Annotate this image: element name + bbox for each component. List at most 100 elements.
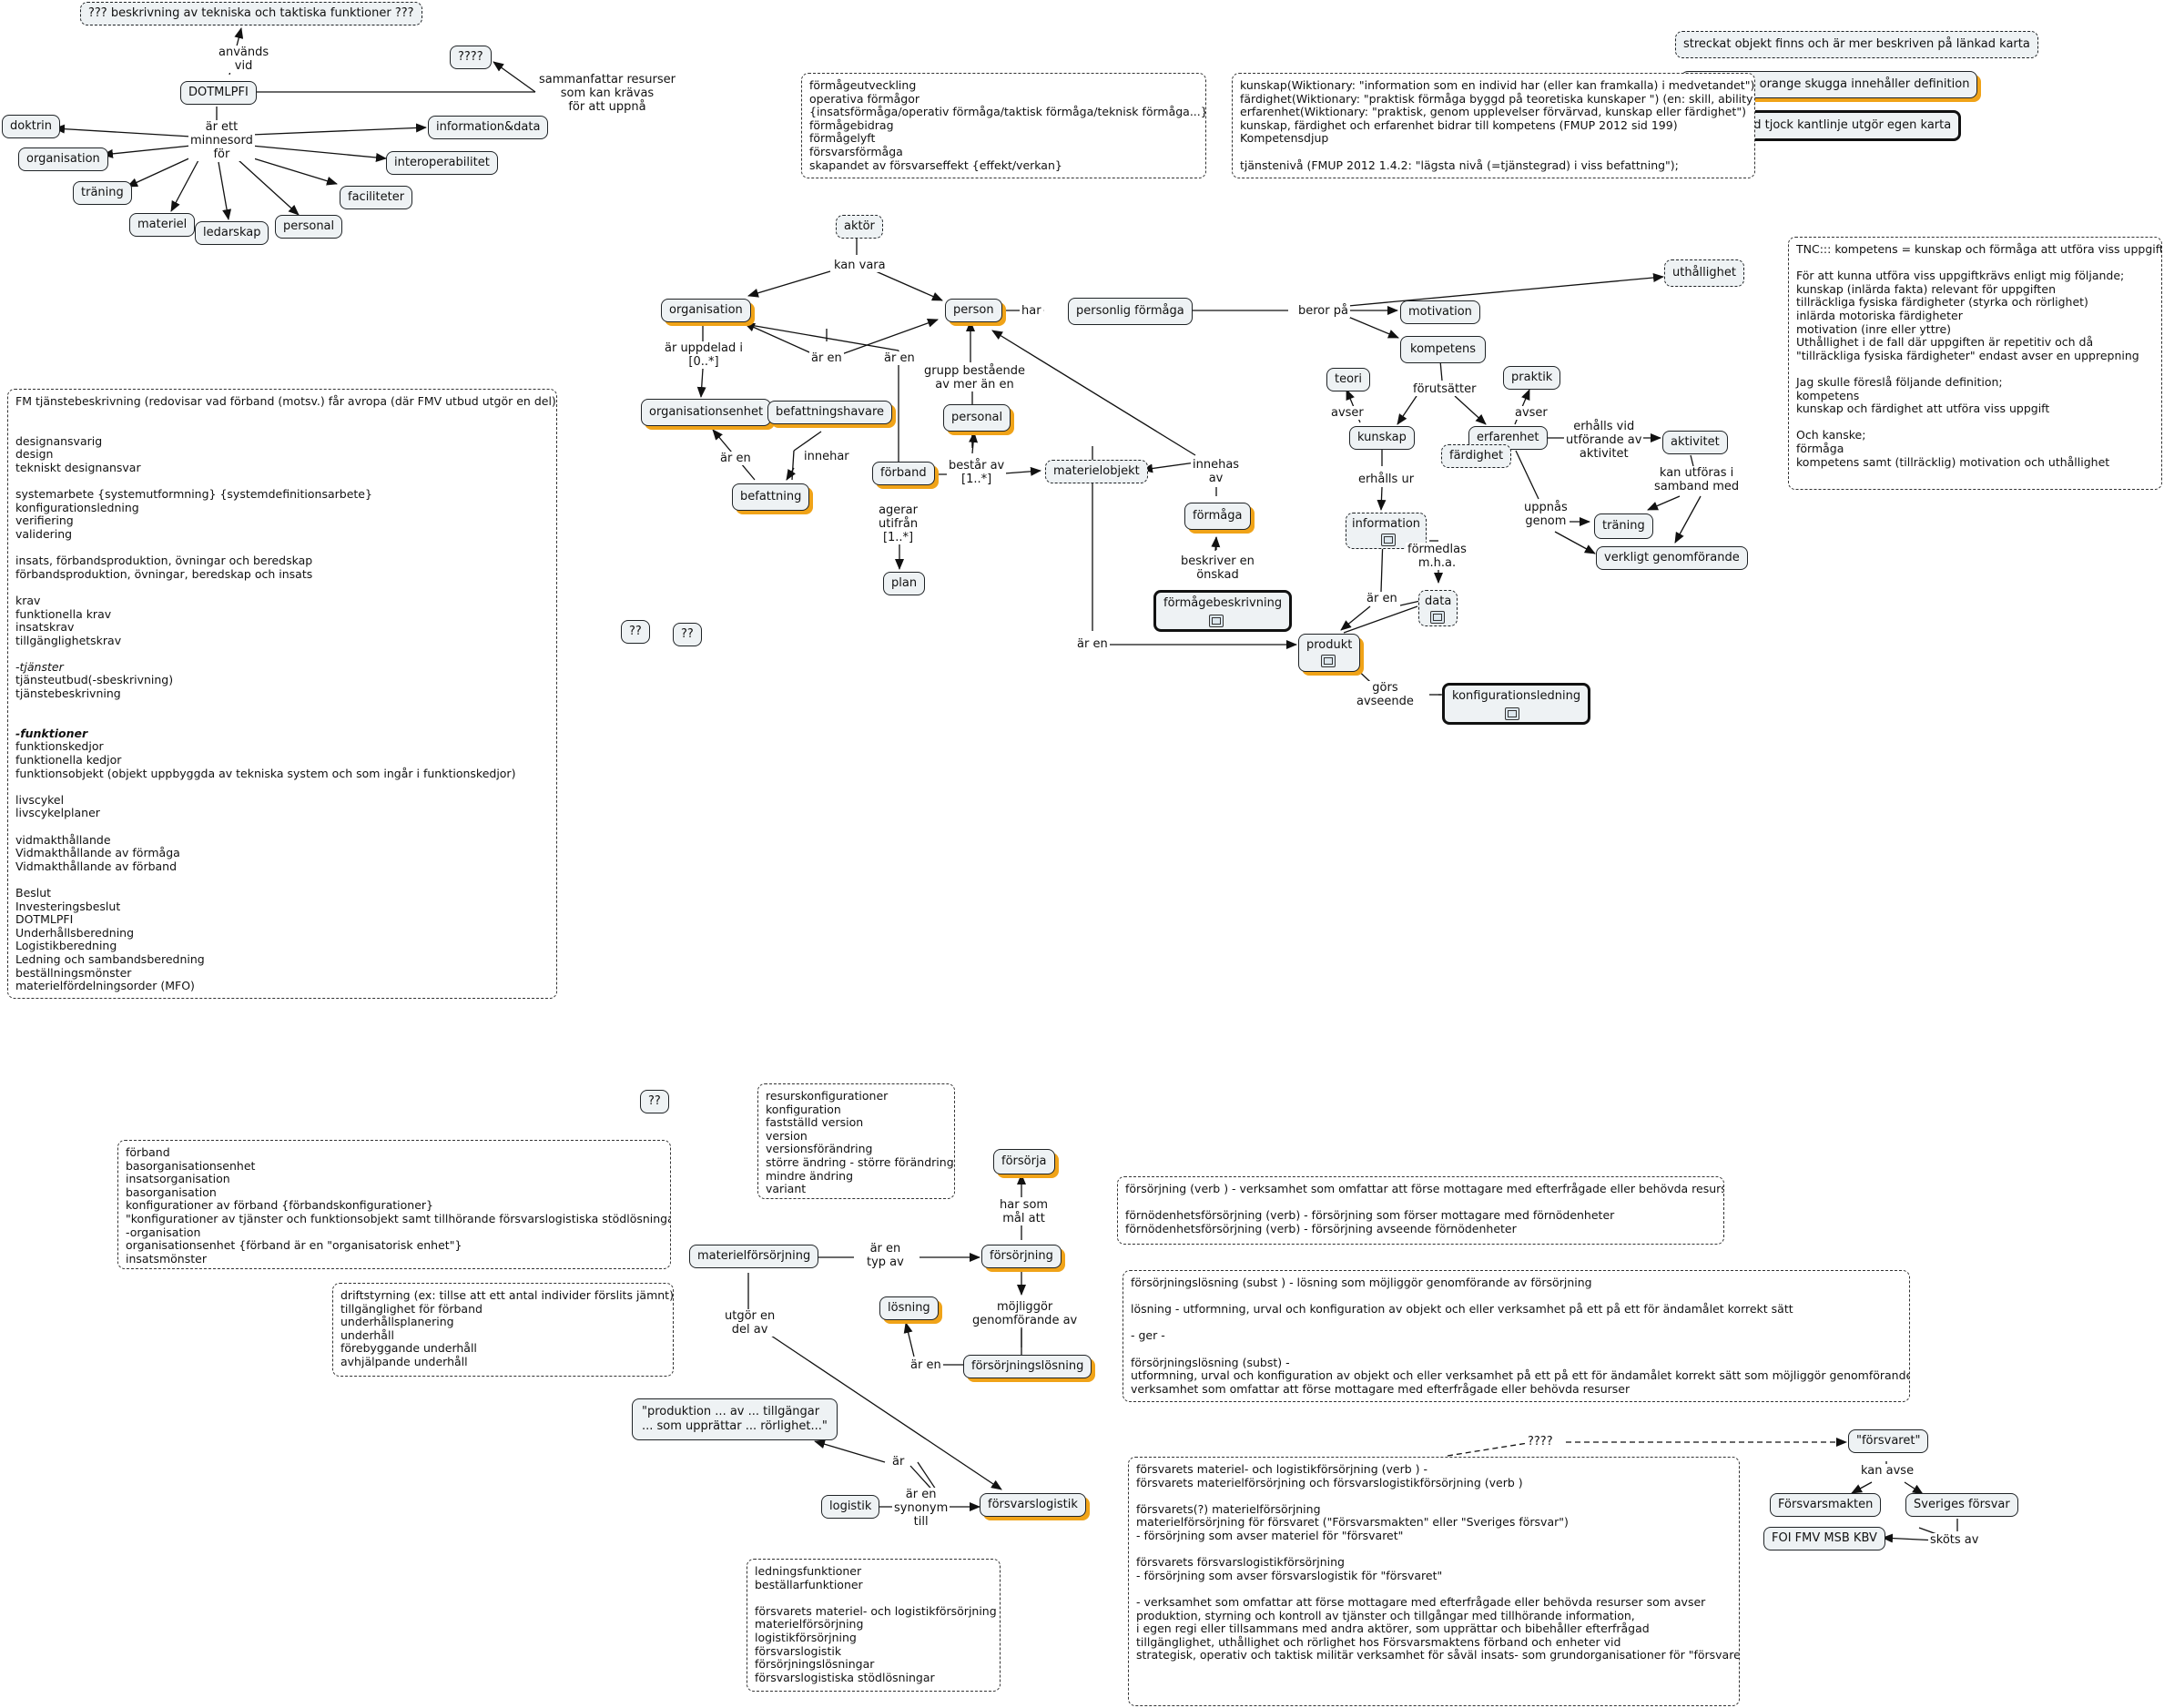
note-line: försörjningslösning (subst ) - lösning s… xyxy=(1131,1276,1592,1289)
note-line: i egen regi eller tillsammans med andra … xyxy=(1136,1622,1650,1636)
linked-map-icon[interactable] xyxy=(1505,707,1519,720)
note-line: -organisation xyxy=(126,1225,201,1239)
node-dotmlpfi[interactable]: DOTMLPFI xyxy=(180,81,257,105)
note-forsorjningslosning-subst: försörjningslösning (subst ) - lösning s… xyxy=(1123,1270,1910,1402)
node-foi-fmv-msb-kbv[interactable]: FOI FMV MSB KBV xyxy=(1763,1527,1885,1550)
edge-label: beror på xyxy=(1296,304,1350,318)
node-ledarskap[interactable]: ledarskap xyxy=(195,221,269,245)
node-formaga[interactable]: förmåga xyxy=(1184,503,1251,530)
note-line: förnödenhetsförsörjning (verb) - försörj… xyxy=(1125,1221,1517,1235)
node-forsorja[interactable]: försörja xyxy=(993,1149,1055,1174)
node-materielforsorjning[interactable]: materielförsörjning xyxy=(689,1245,819,1268)
note-line xyxy=(15,701,549,715)
node-konfigurationsledning[interactable]: konfigurationsledning xyxy=(1442,683,1591,725)
node-information-label: information xyxy=(1352,517,1421,531)
note-line: försörjningslösningar xyxy=(755,1657,875,1672)
note-line: mindre ändring xyxy=(766,1168,854,1183)
note-line: fastställd version xyxy=(766,1115,864,1130)
node-forsvarsmakten[interactable]: Försvarsmakten xyxy=(1770,1493,1882,1517)
node-verkligt-genomforande[interactable]: verkligt genomförande xyxy=(1596,546,1748,570)
note-line: tjänstebeskrivning xyxy=(15,686,121,701)
node-motivation[interactable]: motivation xyxy=(1400,300,1480,324)
node-forsorjning[interactable]: försörjning xyxy=(981,1245,1062,1268)
edge-label: är en xyxy=(718,452,753,465)
note-line: konfiguration xyxy=(766,1102,841,1116)
node-produktion-quote[interactable]: "produktion ... av ... tillgängar ... so… xyxy=(632,1398,838,1440)
node-forband[interactable]: förband xyxy=(872,462,935,485)
node-sveriges-forsvar[interactable]: Sveriges försvar xyxy=(1905,1493,2018,1517)
edge-label: görs avseende xyxy=(1355,681,1416,708)
node-question-top[interactable]: ???? xyxy=(450,46,492,69)
node-data[interactable]: data xyxy=(1418,590,1458,626)
edge-label: är en xyxy=(909,1358,943,1372)
note-line xyxy=(755,1591,992,1605)
node-materielobjekt[interactable]: materielobjekt xyxy=(1045,460,1148,483)
node-fardighet[interactable]: färdighet xyxy=(1441,444,1512,468)
node-person[interactable]: person xyxy=(945,299,1002,322)
node-befattning[interactable]: befattning xyxy=(732,483,810,511)
node-forsvarslogistik[interactable]: försvarslogistik xyxy=(980,1493,1086,1517)
note-line: -tjänster xyxy=(15,659,64,674)
node-produkt[interactable]: produkt xyxy=(1298,634,1361,672)
note-line: "tillräckliga fysiska färdigheter" endas… xyxy=(1796,348,2139,362)
node-traning[interactable]: träning xyxy=(1594,513,1653,539)
node-kunskap[interactable]: kunskap xyxy=(1349,426,1415,450)
node-question-c[interactable]: ?? xyxy=(640,1090,669,1113)
note-line: försörjning (verb ) - verksamhet som omf… xyxy=(1125,1182,1724,1195)
node-information-data[interactable]: information&data xyxy=(428,116,549,139)
note-line xyxy=(1136,1489,1732,1503)
note-line: produktion, styrning och kontroll av tjä… xyxy=(1136,1608,1635,1622)
node-formagebeskrivning[interactable]: förmågebeskrivning xyxy=(1153,590,1293,632)
node-tech-taktik[interactable]: ??? beskrivning av tekniska och taktiska… xyxy=(80,2,422,25)
note-line: förnödenhetsförsörjning (verb) - försörj… xyxy=(1125,1208,1615,1223)
node-befattningshavare[interactable]: befattningshavare xyxy=(767,401,893,424)
node-kompetens[interactable]: kompetens xyxy=(1400,336,1487,363)
node-traning-dotml[interactable]: träning xyxy=(73,181,132,205)
note-line: Beslut xyxy=(15,885,52,900)
node-personal[interactable]: personal xyxy=(943,404,1011,432)
edge-label: är uppdelad i [0..*] xyxy=(663,341,746,369)
note-line: Vidmakthållande av förmåga xyxy=(15,846,180,860)
node-personal-dotml[interactable]: personal xyxy=(275,215,343,239)
node-materiel[interactable]: materiel xyxy=(129,213,196,237)
linked-map-icon[interactable] xyxy=(1430,611,1445,624)
edge-label: agerar utifrån [1..*] xyxy=(877,503,920,544)
node-logistik[interactable]: logistik xyxy=(821,1495,880,1519)
edge-label: är ett minnesord för xyxy=(188,120,255,161)
node-organisation-dotml[interactable]: organisation xyxy=(18,147,108,171)
node-doktrin[interactable]: doktrin xyxy=(2,115,61,138)
note-line xyxy=(1131,1317,1902,1330)
note-line: försvarets försvarslogistikförsörjning xyxy=(1136,1555,1345,1570)
note-line: försvarslogistik xyxy=(755,1643,842,1658)
note-line: FM tjänstebeskrivning (redovisar vad för… xyxy=(15,394,557,408)
note-line: försvarets(?) materielförsörjning xyxy=(1136,1501,1321,1516)
linked-map-icon[interactable] xyxy=(1321,655,1336,667)
edge-label: sköts av xyxy=(1928,1533,1981,1547)
note-line: större ändring - större förändring xyxy=(766,1154,954,1169)
node-forsorjningslosning[interactable]: försörjningslösning xyxy=(963,1355,1092,1378)
node-faciliteter[interactable]: faciliteter xyxy=(340,186,413,209)
node-plan[interactable]: plan xyxy=(883,572,926,595)
note-line: basorganisationsenhet xyxy=(126,1158,256,1173)
note-line xyxy=(15,581,549,595)
note-line: försvarets materiel- och logistikförsörj… xyxy=(755,1603,997,1618)
node-losning[interactable]: lösning xyxy=(879,1296,939,1320)
node-question-b[interactable]: ?? xyxy=(673,623,702,646)
linked-map-icon[interactable] xyxy=(1209,615,1224,627)
node-forsvaret[interactable]: "försvaret" xyxy=(1848,1429,1929,1453)
node-uthallighet[interactable]: uthållighet xyxy=(1664,259,1744,287)
node-organisationsenhet[interactable]: organisationsenhet xyxy=(641,399,772,426)
node-praktik[interactable]: praktik xyxy=(1503,366,1561,390)
note-line: Uthållighet i de fall där uppgiften är r… xyxy=(1796,335,2094,350)
node-organisation[interactable]: organisation xyxy=(661,299,751,322)
note-line: tekniskt designansvar xyxy=(15,460,141,474)
node-personlig-formaga[interactable]: personlig förmåga xyxy=(1068,298,1193,325)
node-interoperabilitet[interactable]: interoperabilitet xyxy=(386,151,498,175)
node-question-a[interactable]: ?? xyxy=(621,620,650,644)
node-aktivitet[interactable]: aktivitet xyxy=(1662,431,1728,454)
node-aktor[interactable]: aktör xyxy=(836,215,883,239)
note-forsvarets-materiel: försvarets materiel- och logistikförsörj… xyxy=(1128,1457,1740,1706)
linked-map-icon[interactable] xyxy=(1381,534,1396,546)
node-teori[interactable]: teori xyxy=(1326,368,1371,391)
